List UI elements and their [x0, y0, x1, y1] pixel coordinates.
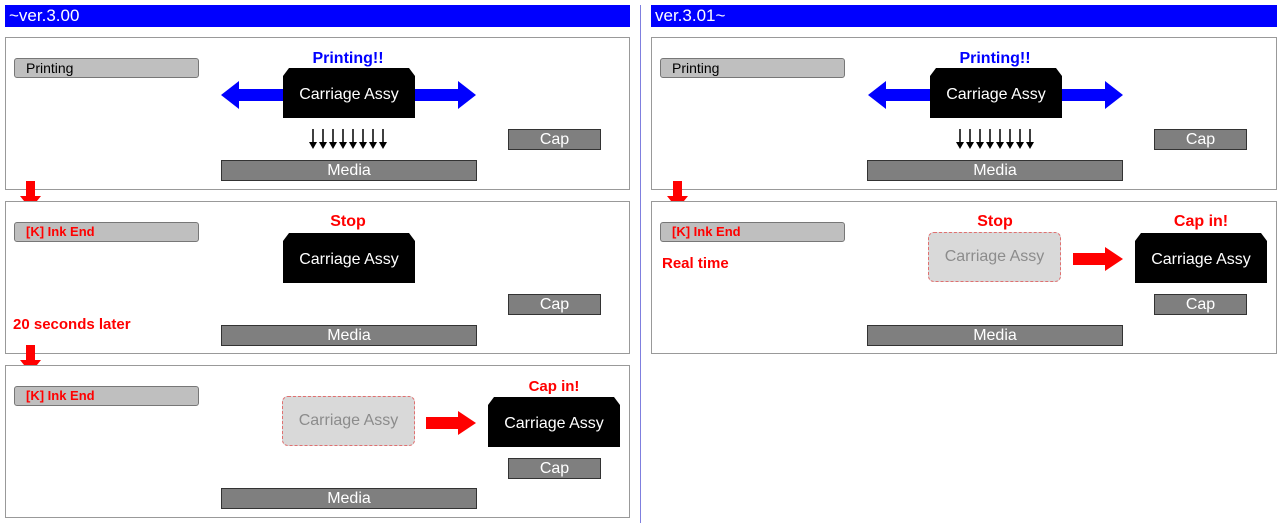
status-box: [K] Ink End — [14, 222, 199, 242]
right-arrow-icon — [414, 81, 476, 109]
media: Media — [221, 160, 477, 181]
ink-drops-icon — [956, 129, 1034, 149]
delay-note: 20 seconds later — [13, 316, 131, 333]
status-box: [K] Ink End — [660, 222, 845, 242]
carriage-assy: Carriage Assy — [283, 233, 415, 283]
left-header: ~ver.3.00 — [5, 5, 630, 27]
cap: Cap — [1154, 129, 1247, 150]
status-box: [K] Ink End — [14, 386, 199, 406]
carriage-assy: Carriage Assy — [488, 397, 620, 447]
status-box: Printing — [14, 58, 199, 78]
ink-drops-icon — [309, 129, 387, 149]
ghost-carriage-assy: Carriage Assy — [282, 396, 415, 446]
right-arrow-icon — [426, 411, 476, 435]
left-printing-panel: Printing Printing!! Carriage Assy Cap Me… — [5, 37, 630, 190]
cap-in-label: Cap in! — [528, 378, 580, 395]
ghost-carriage-assy: Carriage Assy — [928, 232, 1061, 282]
right-arrow-icon — [1073, 247, 1123, 271]
cap: Cap — [1154, 294, 1247, 315]
cap: Cap — [508, 294, 601, 315]
cap: Cap — [508, 458, 601, 479]
printing-label: Printing!! — [312, 50, 384, 67]
status-box: Printing — [660, 58, 845, 78]
right-printing-panel: Printing Printing!! Carriage Assy Cap Me… — [651, 37, 1277, 190]
media: Media — [867, 325, 1123, 346]
right-arrow-icon — [1061, 81, 1123, 109]
media: Media — [221, 488, 477, 509]
cap: Cap — [508, 129, 601, 150]
left-cap-in-panel: [K] Ink End Carriage Assy Cap in! Carria… — [5, 365, 630, 518]
right-ink-end-panel: [K] Ink End Real time Stop Carriage Assy… — [651, 201, 1277, 354]
stop-label: Stop — [977, 213, 1013, 230]
carriage-assy: Carriage Assy — [930, 68, 1062, 118]
left-arrow-icon — [868, 81, 930, 109]
left-ink-end-panel: [K] Ink End Stop Carriage Assy Cap Media — [5, 201, 630, 354]
cap-in-label: Cap in! — [1173, 213, 1229, 230]
printing-label: Printing!! — [959, 50, 1031, 67]
right-header: ver.3.01~ — [651, 5, 1277, 27]
left-arrow-icon — [221, 81, 283, 109]
real-time-note: Real time — [662, 255, 729, 272]
carriage-assy: Carriage Assy — [1135, 233, 1267, 283]
media: Media — [867, 160, 1123, 181]
column-divider — [640, 5, 641, 523]
media: Media — [221, 325, 477, 346]
stop-label: Stop — [330, 213, 366, 230]
carriage-assy: Carriage Assy — [283, 68, 415, 118]
